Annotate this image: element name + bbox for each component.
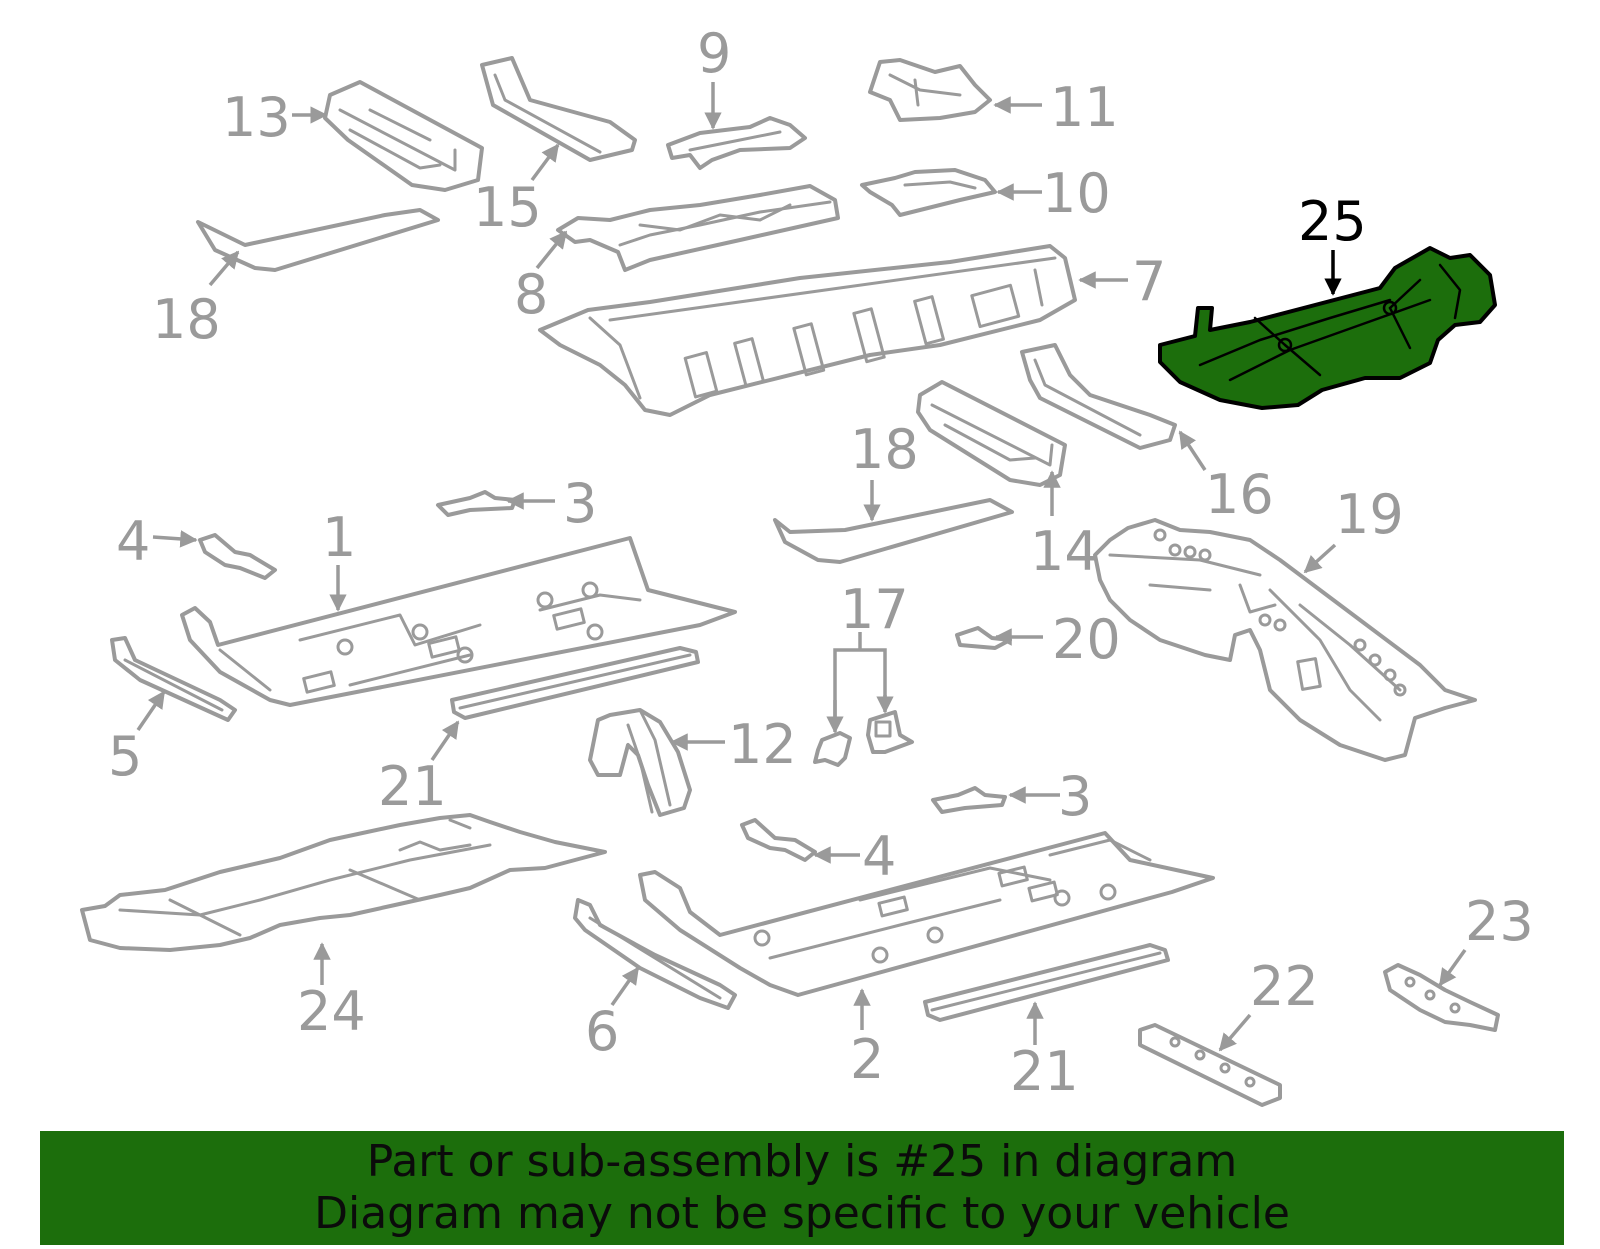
callout-8: 8 (514, 263, 548, 326)
banner-line-1: Part or sub-assembly is #25 in diagram (366, 1136, 1238, 1187)
banner-line-2: Diagram may not be specific to your vehi… (314, 1188, 1290, 1239)
part-9[interactable] (666, 116, 807, 170)
part-13[interactable] (323, 80, 484, 192)
part-2[interactable] (638, 831, 1215, 997)
callout-25: 25 (1298, 190, 1367, 253)
callout-22: 22 (1250, 955, 1319, 1018)
part-1[interactable] (180, 536, 737, 707)
part-23[interactable] (1383, 963, 1500, 1032)
callout-labels: 13 15 9 11 10 18 8 7 25 16 14 18 3 4 1 1… (108, 22, 1534, 1103)
callout-6: 6 (585, 1000, 619, 1063)
callout-16: 16 (1205, 463, 1274, 526)
part-19[interactable] (1093, 518, 1477, 762)
part-17[interactable] (813, 710, 914, 767)
part-22[interactable] (1138, 1023, 1282, 1107)
part-7[interactable] (538, 244, 1077, 417)
callout-3-lower: 3 (1058, 765, 1092, 828)
callout-4-upper: 4 (116, 510, 150, 573)
callout-18-upper: 18 (152, 288, 221, 351)
callout-4-lower: 4 (862, 825, 896, 888)
callout-11: 11 (1050, 76, 1119, 139)
callout-13: 13 (222, 86, 291, 149)
part-18-upper[interactable] (196, 208, 440, 272)
part-10[interactable] (860, 168, 997, 217)
callout-20: 20 (1052, 608, 1121, 671)
callout-21-upper: 21 (378, 755, 447, 818)
callout-14: 14 (1030, 520, 1099, 583)
callout-10: 10 (1042, 162, 1111, 225)
part-6[interactable] (573, 898, 737, 1010)
callout-19: 19 (1335, 483, 1404, 546)
callout-12: 12 (728, 713, 797, 776)
part-14[interactable] (916, 380, 1067, 487)
part-18-lower[interactable] (773, 498, 1014, 564)
part-16[interactable] (1020, 343, 1177, 450)
part-11[interactable] (868, 58, 992, 122)
part-21-lower[interactable] (923, 943, 1170, 1022)
callout-17: 17 (840, 578, 909, 641)
leader-lines (136, 82, 1467, 1052)
callout-5: 5 (108, 725, 142, 788)
part-8[interactable] (556, 184, 840, 272)
callout-3-upper: 3 (563, 472, 597, 535)
callout-18-lower: 18 (850, 418, 919, 481)
callout-21-lower: 21 (1010, 1040, 1079, 1103)
callout-2: 2 (850, 1028, 884, 1091)
part-4-upper[interactable] (198, 533, 277, 580)
part-25-highlighted[interactable] (1158, 246, 1497, 410)
part-24[interactable] (80, 813, 607, 952)
callout-15: 15 (473, 176, 542, 239)
part-5[interactable] (110, 636, 237, 722)
part-12[interactable] (588, 708, 692, 817)
info-banner: Part or sub-assembly is #25 in diagram D… (40, 1131, 1564, 1245)
part-3-lower[interactable] (931, 786, 1007, 814)
callout-7: 7 (1132, 250, 1166, 313)
part-3-upper[interactable] (436, 490, 517, 517)
callout-23: 23 (1465, 890, 1534, 953)
callout-9: 9 (697, 22, 731, 85)
callout-24: 24 (297, 980, 366, 1043)
part-4-lower[interactable] (740, 818, 817, 862)
part-15[interactable] (480, 56, 637, 162)
callout-1: 1 (322, 506, 356, 569)
part-21-upper[interactable] (450, 646, 700, 720)
